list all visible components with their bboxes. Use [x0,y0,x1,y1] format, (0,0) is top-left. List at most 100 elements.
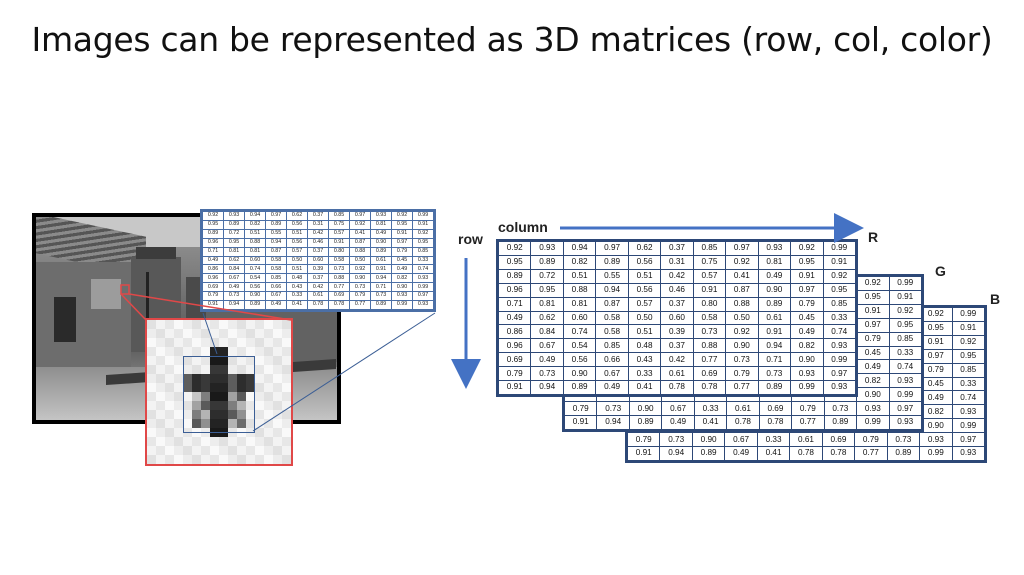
pixel-tile [165,356,174,365]
pixel-tile [174,356,183,365]
pixel-tile [219,410,228,419]
pixel-tile [273,410,282,419]
row-label: row [458,231,483,247]
pixel-tile [264,347,273,356]
matrix-cell: 0.94 [659,446,693,461]
pixel-tile [219,437,228,446]
pixel-tile [156,392,165,401]
matrix-cell: 0.93 [888,415,923,430]
pixel-tile [255,437,264,446]
matrix-cell: 0.89 [886,446,921,461]
pixel-tile [255,392,264,401]
pixel-tile [147,401,156,410]
pixel-tile [264,338,273,347]
matrix-cell: 0.78 [821,446,856,461]
pixel-tile [156,320,165,329]
pixel-tile [228,446,237,455]
pixel-tile [282,428,291,437]
matrix-cell: 0.85 [951,362,986,378]
pixel-tile [219,392,228,401]
pixel-tile [237,347,246,356]
pixel-tile [192,329,201,338]
pixel-tile [165,374,174,383]
pixel-tile [264,329,273,338]
pixel-tile [246,347,255,356]
pixel-tile [264,383,273,392]
pixel-tile [156,329,165,338]
pixel-tile [255,347,264,356]
pixel-tile [201,338,210,347]
pixel-tile [237,392,246,401]
pixel-tile [273,356,282,365]
pixel-tile [228,374,237,383]
column-label: column [498,219,548,235]
pixel-tile [156,437,165,446]
pixel-tile [282,455,291,464]
matrix-cell: 0.92 [412,228,434,239]
pixel-tile [255,383,264,392]
pixel-tile [165,347,174,356]
pixel-tile [210,401,219,410]
pixel-tile [174,329,183,338]
pixel-tile [192,338,201,347]
pixel-tile [156,446,165,455]
pixel-tile [255,401,264,410]
slide-title: Images can be represented as 3D matrices… [31,20,993,59]
pixel-tile [165,320,174,329]
pixel-tile [246,356,255,365]
pixel-tile [246,455,255,464]
pixel-tile [192,446,201,455]
pixel-tile [192,392,201,401]
matrix-cell: 0.78 [660,380,694,395]
matrix-cell: 0.49 [724,446,758,461]
pixel-tile [156,455,165,464]
pixel-tile [165,437,174,446]
pixel-tile [201,419,210,428]
matrix-cell: 0.89 [628,415,663,430]
pixel-tile [210,347,219,356]
pixel-tile [264,455,273,464]
pixel-tile [192,455,201,464]
pixel-tile [156,347,165,356]
pixel-tile [255,320,264,329]
pixel-tile [183,383,192,392]
pixel-tile [201,401,210,410]
pixel-tile [156,374,165,383]
pixel-tile [156,383,165,392]
pixel-tile [237,437,246,446]
pixel-tile [246,374,255,383]
pixel-tile [201,383,210,392]
pixel-tile [183,455,192,464]
pixel-tile [165,419,174,428]
pixel-tile [237,356,246,365]
pixel-tile [183,320,192,329]
pixel-tile [147,410,156,419]
pixel-tile [273,320,282,329]
pixel-tile [201,356,210,365]
pixel-tile [255,365,264,374]
matrix-cell: 0.41 [627,380,662,395]
pixel-tile [246,437,255,446]
pixel-tile [201,365,210,374]
pixel-tile [273,446,282,455]
pixel-tile [273,338,282,347]
pixel-tile [246,320,255,329]
pixel-tile [174,338,183,347]
pixel-tile [201,347,210,356]
pixel-tile [255,428,264,437]
pixel-tile [174,365,183,374]
pixel-tile [246,446,255,455]
pixel-tile [264,446,273,455]
pixel-tile [237,374,246,383]
pixel-tile [273,455,282,464]
